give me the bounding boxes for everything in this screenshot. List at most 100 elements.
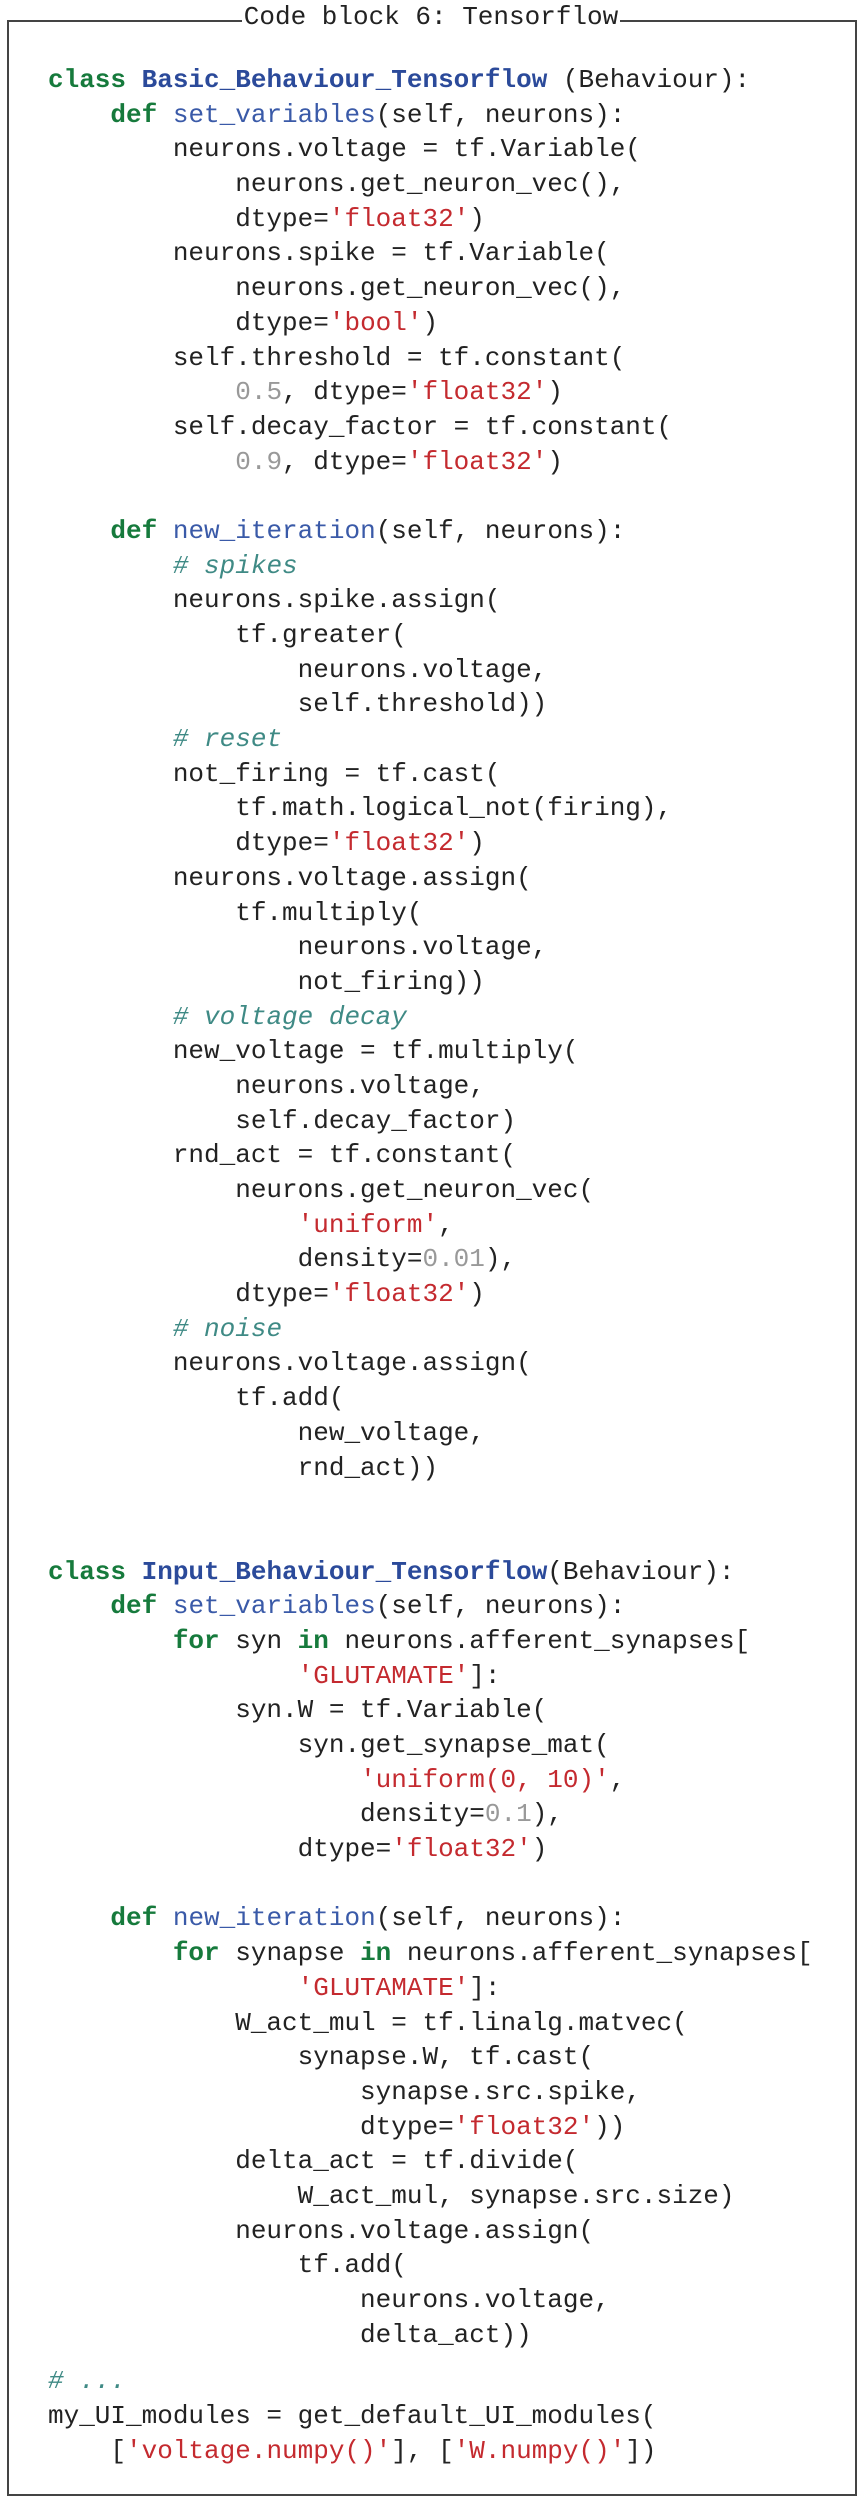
code-text: dtype= [48,828,329,859]
code-text: neurons.voltage, [48,2285,610,2315]
code-line: self.threshold = tf.constant( [48,341,813,376]
code-line: dtype='float32') [48,202,813,237]
code-text: neurons.afferent_synapses[ [391,1938,813,1969]
string-literal: 'float32' [391,1834,532,1865]
code-line: 0.9, dtype='float32') [48,445,813,480]
string-literal: 'GLUTAMATE' [297,1660,470,1691]
code-line: rnd_act = tf.constant( [48,1138,813,1173]
code-text: neurons.voltage.assign( [48,2215,595,2246]
code-line: dtype='float32') [48,1832,813,1867]
code-line: syn.W = tf.Variable( [48,1693,813,1728]
code-text: ], [ [391,2435,454,2466]
code-text: , [438,1209,454,1240]
code-text: self.threshold)) [48,689,548,720]
code-line: W_act_mul = tf.linalg.matvec( [48,2006,813,2041]
keyword: in [297,1625,329,1656]
code-line: 'GLUTAMATE']: [48,1971,813,2006]
code-text: self.threshold = tf.constant( [48,342,626,373]
code-line: neurons.voltage.assign( [48,861,813,896]
string-literal: 'float32' [406,446,548,477]
code-text: ), [484,1244,517,1275]
keyword: class [48,65,142,95]
code-text: ) [547,446,563,477]
code-text: W_act_mul, synapse.src.size) [48,2180,735,2211]
code-text: (self, neurons): [375,99,626,130]
blank-line [48,1520,813,1555]
code-line: # voltage decay [48,1000,813,1035]
code-line: delta_act)) [48,2318,813,2353]
code-line: def set_variables(self, neurons): [48,1589,813,1624]
keyword: in [360,1938,392,1969]
code-line: neurons.voltage, [48,930,813,965]
code-line: neurons.voltage.assign( [48,1346,813,1381]
code-text: (self, neurons): [375,515,626,546]
code-text: not_firing = tf.cast( [48,758,501,789]
code-text: (Behaviour): [547,65,751,95]
code-text: , [609,1764,626,1795]
code-line: tf.add( [48,1381,813,1416]
code-text [48,724,173,754]
code-text: tf.add( [48,2250,407,2281]
keyword: def [110,1591,173,1622]
code-text [48,1314,173,1344]
code-line: self.decay_factor = tf.constant( [48,410,813,445]
code-line: neurons.voltage, [48,1069,813,1104]
code-line: density=0.01), [48,1242,813,1277]
code-line: dtype='bool') [48,306,813,341]
string-literal: 'float32' [328,828,470,859]
code-line: W_act_mul, synapse.src.size) [48,2179,813,2214]
code-text: dtype= [48,1834,392,1865]
string-literal: 'float32' [328,203,470,234]
code-line: self.decay_factor) [48,1104,813,1139]
code-text: neurons.voltage.assign( [48,862,532,893]
code-text: tf.add( [48,1383,345,1414]
code-text [48,1765,360,1795]
code-text: syn.W = tf.Variable( [48,1695,548,1726]
code-text [48,516,110,546]
code-text: ) [531,1834,548,1865]
code-line: neurons.voltage = tf.Variable( [48,132,813,167]
code-text: new_voltage = tf.multiply( [48,1036,579,1067]
code-line: not_firing = tf.cast( [48,757,813,792]
keyword: for [172,1938,220,1969]
code-line: dtype='float32')) [48,2110,813,2145]
code-text: synapse.W, tf.cast( [48,2042,595,2073]
number-literal: 0.1 [484,1799,532,1830]
code-text: neurons.get_neuron_vec(), [48,169,626,200]
code-text: ]: [469,1660,501,1691]
code-line: 'uniform(0, 10)', [48,1763,813,1798]
code-line: for syn in neurons.afferent_synapses[ [48,1624,813,1659]
function-name: set_variables [172,99,376,130]
code-line: new_voltage = tf.multiply( [48,1034,813,1069]
code-text: , dtype= [282,446,407,477]
code-text: neurons.voltage, [48,932,548,963]
blank-line [48,479,813,514]
code-block-caption: Code block 6: Tensorflow [0,2,862,32]
code-text: W_act_mul = tf.linalg.matvec( [48,2007,688,2038]
code-line: class Input_Behaviour_Tensorflow(Behavio… [48,1555,813,1590]
code-text: ) [469,828,485,859]
code-line: neurons.voltage, [48,653,813,688]
code-line: # reset [48,722,813,757]
comment: # reset [172,724,283,755]
keyword: def [110,1903,173,1934]
code-text: neurons.afferent_synapses[ [328,1625,751,1656]
number-literal: 0.5 [235,377,283,408]
code-text: my_UI_modules = get_default_UI_modules( [48,2401,657,2432]
code-listing: class Basic_Behaviour_Tensorflow (Behavi… [48,63,813,2468]
code-text [48,1661,298,1691]
comment: # noise [172,1313,283,1344]
code-text: dtype= [48,1279,329,1310]
code-text: ) [469,203,485,234]
code-line: my_UI_modules = get_default_UI_modules( [48,2399,813,2434]
code-text: ]) [625,2435,657,2466]
code-text [48,551,173,581]
code-line: def new_iteration(self, neurons): [48,1901,813,1936]
code-text: neurons.spike.assign( [48,585,501,616]
code-line: neurons.get_neuron_vec( [48,1173,813,1208]
string-literal: 'W.numpy()' [453,2435,626,2466]
string-literal: 'float32' [406,377,548,408]
code-text: density= [48,1799,485,1830]
code-line: neurons.voltage.assign( [48,2214,813,2249]
code-text: dtype= [48,307,329,338]
